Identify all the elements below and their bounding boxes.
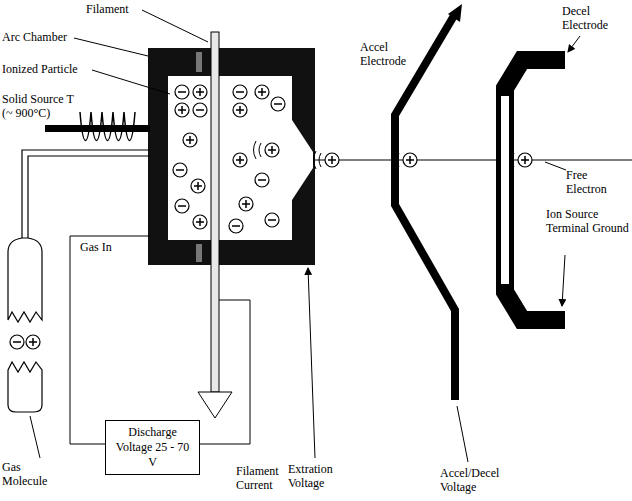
part-label: Accel/Decel Voltage xyxy=(440,466,514,494)
part-label: Decel Electrode xyxy=(562,4,626,32)
part-label: Accel Electrode xyxy=(360,40,416,68)
part-label: Free Electron xyxy=(566,168,628,196)
part-label: Solid Source T (~ 900°C) xyxy=(2,92,74,120)
accel-electrode-tip xyxy=(448,4,462,22)
filament-rod xyxy=(211,32,219,392)
wire xyxy=(70,236,250,444)
part-label: Ionized Particle xyxy=(2,62,94,76)
box-text: Discharge Voltage 25 - 70 V xyxy=(116,425,189,469)
part-label: Arc Chamber xyxy=(2,30,76,44)
gas-molecule xyxy=(10,335,40,349)
leader-lines xyxy=(30,10,580,462)
beam-line xyxy=(300,160,632,161)
decel-electrode xyxy=(505,60,565,320)
part-label: Ion Source Terminal Ground xyxy=(546,207,630,235)
gas-pipe xyxy=(22,150,150,240)
part-label: Filament xyxy=(86,2,146,16)
voltage-box: Discharge Voltage 25 - 70 V xyxy=(105,420,200,475)
gas-bottle xyxy=(8,238,42,322)
part-label: Gas Molecule xyxy=(2,460,58,488)
part-label: Filament Current xyxy=(236,464,292,492)
heater-coil xyxy=(80,112,135,141)
arc-chamber xyxy=(148,48,315,265)
decel-electrode-slot xyxy=(501,96,509,284)
part-label: Gas In xyxy=(80,240,120,254)
ion-particles xyxy=(173,85,532,233)
filament-current-arrow xyxy=(198,392,232,418)
accel-electrode xyxy=(395,14,455,400)
gas-bottle-lower xyxy=(8,362,42,412)
part-label: Extration Voltage xyxy=(288,462,350,490)
